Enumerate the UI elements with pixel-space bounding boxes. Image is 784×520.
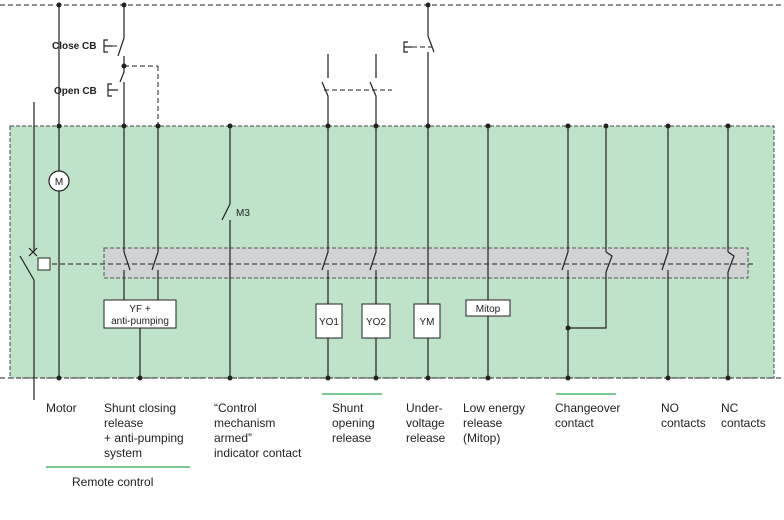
caption-motor: Motor (46, 401, 77, 415)
yf-label-line1: YF + (129, 304, 151, 315)
svg-text:Low energy: Low energy (463, 401, 525, 415)
yo1-box (315, 303, 343, 339)
svg-text:contact: contact (555, 416, 594, 430)
yo1-label: YO1 (319, 317, 339, 328)
svg-text:Changeover: Changeover (555, 401, 620, 415)
close-contacts (117, 37, 131, 300)
yf-label-line2: anti-pumping (111, 316, 169, 327)
no-contact (661, 251, 669, 378)
antipump-contact (151, 251, 159, 300)
motor-symbol-label: M (55, 177, 63, 188)
svg-text:(Mitop): (Mitop) (463, 431, 500, 445)
yo2-box (361, 303, 391, 339)
close-cb-label: Close CB (52, 41, 96, 52)
caption-changeover: Changeover contact (555, 401, 620, 430)
ym-button (403, 41, 412, 53)
caption-under-voltage: Under- voltage release (406, 401, 446, 445)
svg-text:opening: opening (332, 416, 375, 430)
svg-text:NC: NC (721, 401, 739, 415)
nc-contact (727, 251, 735, 378)
svg-text:system: system (104, 446, 142, 460)
group-label-remote-control: Remote control (72, 475, 153, 489)
svg-text:armed”: armed” (214, 431, 252, 445)
changeover-no (561, 251, 569, 378)
svg-text:release: release (406, 431, 446, 445)
changeover-nc (568, 251, 613, 329)
svg-text:“Control: “Control (214, 401, 257, 415)
svg-text:Under-: Under- (406, 401, 443, 415)
caption-control-armed: “Control mechanism armed” indicator cont… (214, 401, 302, 460)
m3-contact (221, 203, 231, 378)
svg-text:contacts: contacts (661, 416, 706, 430)
svg-text:release: release (332, 431, 372, 445)
ym-contact (427, 35, 435, 312)
svg-text:release: release (104, 416, 144, 430)
mitop-label: Mitop (476, 304, 501, 315)
svg-text:contacts: contacts (721, 416, 766, 430)
svg-text:indicator contact: indicator contact (214, 446, 302, 460)
svg-text:+ anti-pumping: + anti-pumping (104, 431, 184, 445)
linkage-square (37, 257, 51, 271)
caption-shunt-closing: Shunt closing release + anti-pumping sys… (104, 401, 184, 460)
svg-text:NO: NO (661, 401, 679, 415)
operating-bar (103, 247, 749, 279)
caption-shunt-opening: Shunt opening release (332, 401, 375, 445)
open-cb-label: Open CB (54, 86, 97, 97)
ym-label: YM (420, 317, 435, 328)
breaker-pole-bottom (19, 255, 35, 400)
svg-text:voltage: voltage (406, 416, 445, 430)
caption-low-energy: Low energy release (Mitop) (463, 401, 525, 445)
junction-dots (56, 2, 731, 381)
yo2-label: YO2 (366, 317, 386, 328)
caption-nc-contacts: NC contacts (721, 401, 766, 430)
open-cb-button (107, 83, 118, 97)
svg-text:mechanism: mechanism (214, 416, 275, 430)
svg-text:Shunt closing: Shunt closing (104, 401, 176, 415)
svg-text:Motor: Motor (46, 401, 77, 415)
svg-text:release: release (463, 416, 503, 430)
svg-text:Shunt: Shunt (332, 401, 364, 415)
breaker-cross (28, 247, 38, 257)
close-cb-button (103, 39, 112, 53)
m3-label: M3 (236, 208, 250, 219)
caption-no-contacts: NO contacts (661, 401, 706, 430)
ym-box (413, 303, 441, 339)
